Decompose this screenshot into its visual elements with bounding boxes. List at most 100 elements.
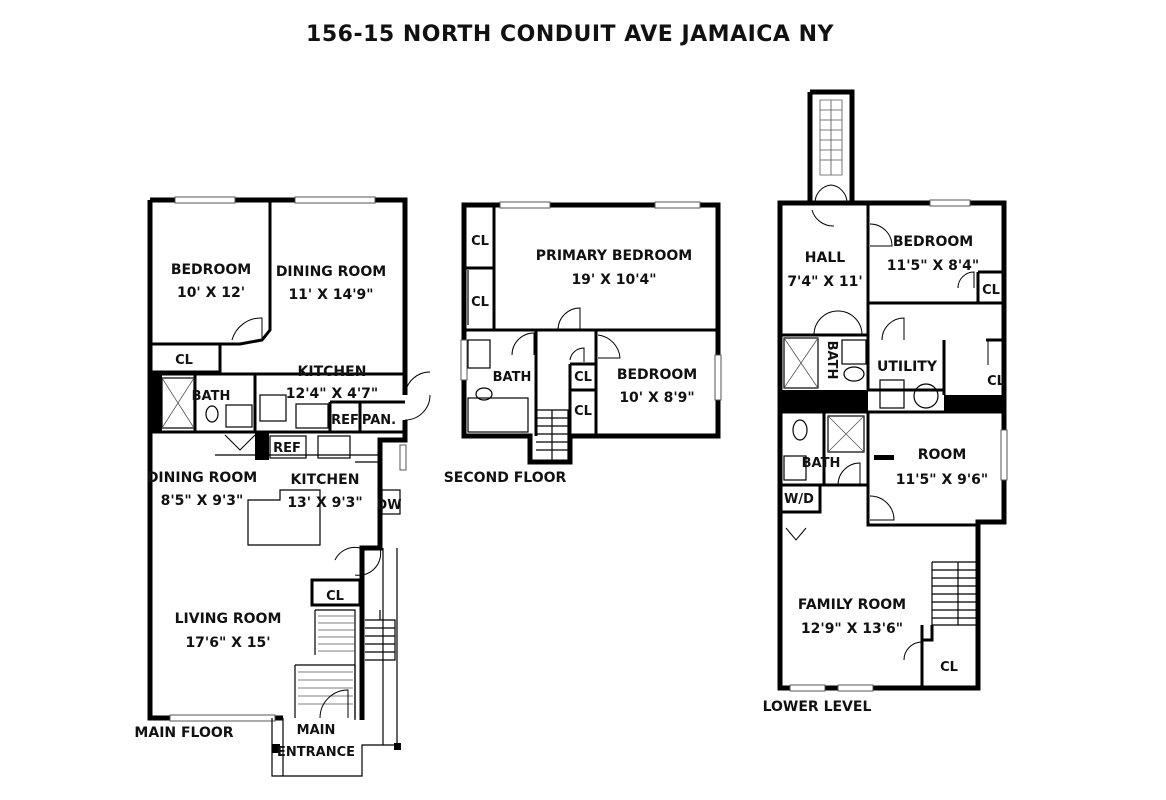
vanity xyxy=(225,404,253,428)
window xyxy=(789,684,826,692)
shower-x xyxy=(161,377,195,429)
door-swing xyxy=(811,209,835,227)
bedroom-label: BEDROOM xyxy=(171,262,251,278)
dining-room-label: DINING ROOM xyxy=(276,264,386,280)
side-rail xyxy=(382,548,398,745)
lower-level: HALL 7'4" X 11' BEDROOM 11'5" X 8'4" CL … xyxy=(763,89,1008,715)
tub xyxy=(467,397,529,433)
closet-label: CL xyxy=(940,660,958,675)
door-swing xyxy=(231,317,263,341)
ref-label: REF xyxy=(273,441,301,456)
wall-mass xyxy=(874,455,894,460)
furnace xyxy=(879,379,905,409)
shower-stall xyxy=(827,415,865,453)
dining-room-dims: 11' X 14'9" xyxy=(288,287,373,303)
door-swing xyxy=(813,310,863,336)
stair-tower-wall xyxy=(807,89,855,203)
kitchen-label: KITCHEN xyxy=(291,472,360,488)
main-floor: BEDROOM 10' X 12' DINING ROOM 11' X 14'9… xyxy=(134,196,431,777)
entrance-label: MAIN xyxy=(297,723,336,738)
family-stairs xyxy=(931,561,978,626)
bath-label: BATH xyxy=(802,456,841,471)
closet-label: CL xyxy=(987,374,1005,389)
lower-outer-wall xyxy=(777,200,1007,691)
bath-label: BATH xyxy=(493,370,532,385)
door-swing xyxy=(903,641,923,676)
door-swing xyxy=(404,371,431,421)
door-swing xyxy=(957,271,975,289)
interior-wall xyxy=(780,410,1004,527)
window xyxy=(929,199,971,207)
door-swing xyxy=(334,546,382,576)
kitchen-island xyxy=(247,489,321,546)
door-swing xyxy=(881,317,905,341)
closet-label: CL xyxy=(326,589,344,604)
dw-box xyxy=(381,489,401,515)
door-swing xyxy=(511,332,535,356)
door-swing xyxy=(569,347,585,362)
room-dims: 11'5" X 9'6" xyxy=(896,472,988,488)
window xyxy=(294,196,376,204)
kitchen-dims: 13' X 9'3" xyxy=(287,495,362,511)
kitchen-dims: 12'4" X 4'7" xyxy=(286,386,378,402)
wall-mass xyxy=(944,395,1004,412)
closet-wall xyxy=(920,625,934,688)
bedroom-dims: 11'5" X 8'4" xyxy=(887,258,979,274)
dining-room-label: DINING ROOM xyxy=(147,470,257,486)
range xyxy=(295,403,329,429)
toilet xyxy=(843,366,865,382)
wall-mass xyxy=(255,432,269,460)
bedroom-label: BEDROOM xyxy=(893,234,973,250)
interior-wall xyxy=(150,200,272,374)
main-floor-caption: MAIN FLOOR xyxy=(134,725,233,741)
bath-label: BATH xyxy=(824,341,839,380)
shower-x xyxy=(783,337,819,389)
door-swing xyxy=(557,307,581,331)
shower-x xyxy=(827,415,865,453)
window xyxy=(714,354,722,401)
entrance-label: ENTRANCE xyxy=(277,745,355,760)
counter xyxy=(215,454,381,520)
kitchen-label: KITCHEN xyxy=(298,364,367,380)
bath-label: BATH xyxy=(192,389,231,404)
second-stairs xyxy=(536,409,569,460)
second-floor-outer-wall xyxy=(461,202,721,465)
shower-stall xyxy=(783,337,819,389)
interior-wall xyxy=(780,203,1006,395)
vanity xyxy=(783,455,807,481)
door-swing xyxy=(837,462,861,486)
door-swing xyxy=(785,527,807,541)
exterior-stairs xyxy=(365,610,396,661)
pantry-label: PAN. xyxy=(362,413,396,428)
entrance-stoop xyxy=(271,718,400,777)
utility-label: UTILITY xyxy=(877,359,938,375)
family-room-dims: 12'9" X 13'6" xyxy=(801,621,903,637)
hall-label: HALL xyxy=(805,250,845,266)
primary-bedroom-dims: 19' X 10'4" xyxy=(571,272,656,288)
closet-label: CL xyxy=(574,370,592,385)
post xyxy=(272,744,280,753)
living-room-label: LIVING ROOM xyxy=(175,611,282,627)
closet-wall xyxy=(976,270,1004,303)
vanity xyxy=(467,339,491,369)
water-heater xyxy=(913,383,939,409)
vanity xyxy=(841,339,867,365)
bedroom-label: BEDROOM xyxy=(617,367,697,383)
lower-level-caption: LOWER LEVEL xyxy=(763,699,872,715)
interior-wall xyxy=(150,372,405,434)
interior-wall xyxy=(568,362,596,436)
window xyxy=(460,339,468,381)
toilet xyxy=(792,419,808,441)
main-stairs xyxy=(294,609,356,720)
room-label: ROOM xyxy=(918,447,967,463)
door-swing xyxy=(597,334,621,359)
second-floor-caption: SECOND FLOOR xyxy=(444,470,567,486)
range-lower xyxy=(317,435,351,459)
family-room-label: FAMILY ROOM xyxy=(798,597,906,613)
bedroom-dims: 10' X 8'9" xyxy=(619,390,694,406)
closet-label: CL xyxy=(574,404,592,419)
window xyxy=(654,201,701,209)
door-swing xyxy=(224,434,256,451)
toilet xyxy=(205,405,219,423)
